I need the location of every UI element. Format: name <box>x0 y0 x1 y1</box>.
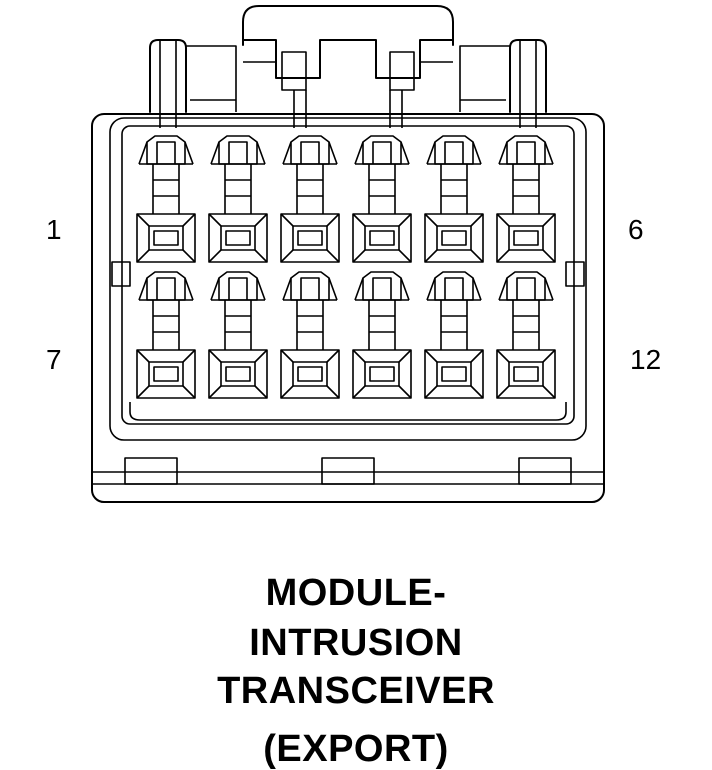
connector-latch <box>242 5 454 128</box>
cavity-4 <box>352 135 412 263</box>
caption-line-3: TRANSCEIVER <box>217 670 495 712</box>
connector-housing <box>91 113 605 503</box>
cavity-9 <box>280 271 340 399</box>
cavity-5 <box>424 135 484 263</box>
pin-label-6: 6 <box>628 214 644 245</box>
cavity-2 <box>208 135 268 263</box>
pin-label-1: 1 <box>46 214 62 245</box>
cavity-6 <box>496 135 556 263</box>
cavity-7 <box>136 271 196 399</box>
cavity-10 <box>352 271 412 399</box>
caption-line-4: (EXPORT) <box>263 728 449 770</box>
pin-label-12: 12 <box>630 344 662 375</box>
cavity-1 <box>136 135 196 263</box>
cavity-3 <box>280 135 340 263</box>
cavity-8 <box>208 271 268 399</box>
cavity-12 <box>496 271 556 399</box>
caption-line-2: INTRUSION <box>249 622 463 664</box>
cavity-grid <box>136 135 556 399</box>
pin-label-7: 7 <box>46 344 62 375</box>
cavity-11 <box>424 271 484 399</box>
right-guide-post <box>459 39 547 128</box>
caption-line-1: MODULE- <box>265 572 447 614</box>
